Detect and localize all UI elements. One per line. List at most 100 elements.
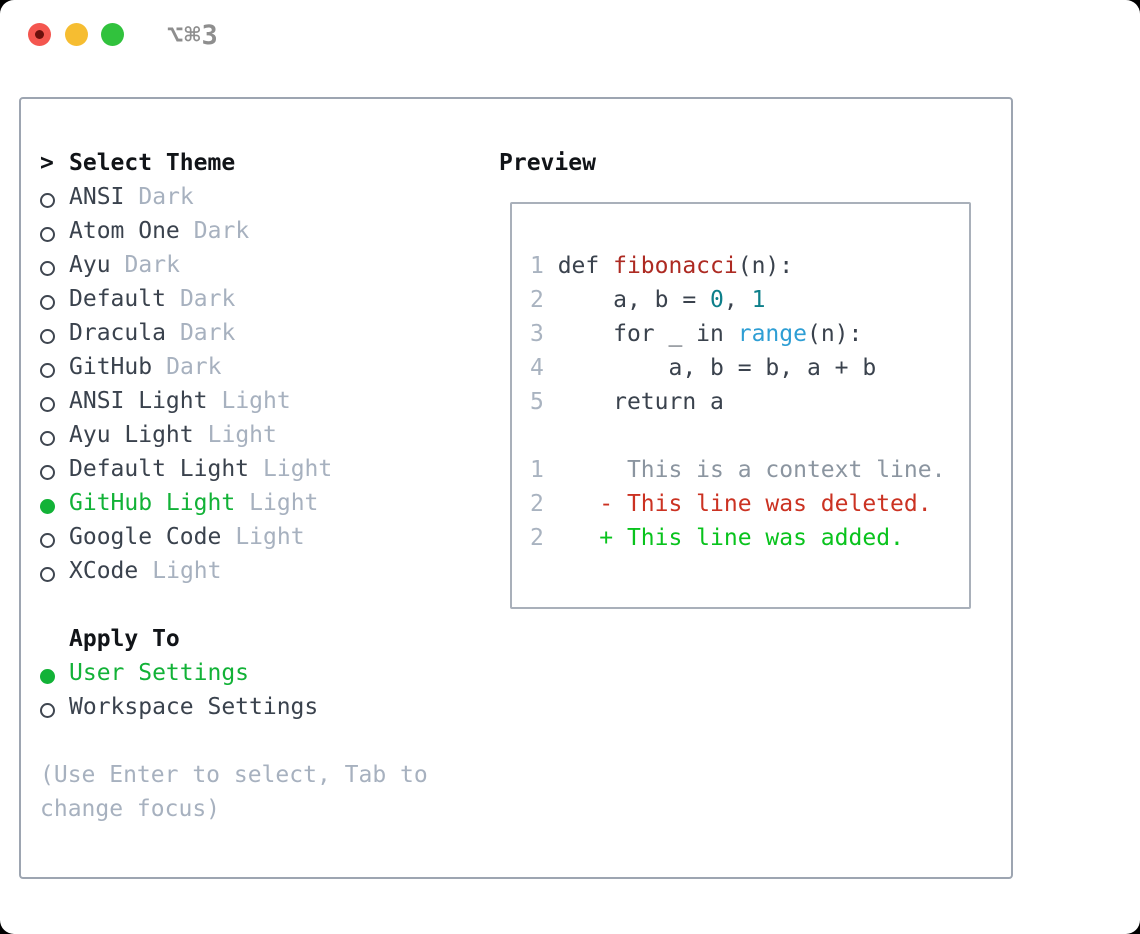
- code-token: return a: [557, 389, 724, 415]
- radio-icon: [40, 248, 69, 276]
- close-button-dot-icon: [35, 30, 44, 39]
- radio-icon: [40, 180, 69, 208]
- apply-option-name: Workspace Settings: [69, 694, 319, 720]
- theme-name: Ayu: [69, 252, 111, 278]
- line-number: 2: [530, 287, 558, 313]
- code-line: 4 a, b = b, a + b: [530, 351, 969, 385]
- radio-circle-icon: [40, 227, 55, 242]
- theme-variant-tag: Dark: [124, 252, 180, 278]
- radio-icon: [40, 554, 69, 582]
- code-token: ,: [723, 287, 752, 313]
- code-token: 1: [751, 287, 766, 313]
- theme-variant-tag: Dark: [179, 286, 236, 312]
- select-theme-title: Select Theme: [69, 150, 236, 176]
- keyboard-hint: (Use Enter to select, Tab to change focu…: [40, 762, 428, 822]
- minimize-button[interactable]: [65, 23, 88, 46]
- theme-option[interactable]: Ayu Dark: [40, 248, 470, 282]
- code-token: for _ in: [557, 321, 738, 347]
- radio-icon: [40, 350, 69, 378]
- line-number: 1: [530, 253, 558, 279]
- radio-circle-icon: [40, 465, 55, 480]
- line-number: 3: [530, 321, 558, 347]
- radio-circle-icon: [40, 533, 55, 548]
- code-token: (n):: [737, 253, 794, 279]
- radio-circle-icon: [40, 703, 55, 718]
- theme-variant-tag: Light: [221, 388, 291, 414]
- radio-circle-icon: [40, 567, 55, 582]
- code-line: 3 for _ in range(n):: [530, 317, 969, 351]
- apply-to-header: Apply To: [40, 622, 470, 656]
- apply-option-name: User Settings: [69, 660, 250, 686]
- theme-variant-tag: Dark: [193, 218, 250, 244]
- apply-option[interactable]: User Settings: [40, 656, 470, 690]
- theme-name: XCode: [69, 558, 139, 584]
- theme-name: GitHub: [69, 354, 153, 380]
- theme-name: Default Light: [69, 456, 250, 482]
- line-number: 4: [530, 355, 558, 381]
- window-title: ⌥⌘3: [167, 20, 219, 51]
- preview-title: Preview: [499, 150, 596, 176]
- code-line: 2 + This line was added.: [530, 521, 969, 555]
- theme-variant-tag: Light: [249, 490, 319, 516]
- line-number: 2: [530, 491, 558, 517]
- zoom-button[interactable]: [101, 23, 124, 46]
- radio-icon: [40, 690, 69, 718]
- theme-name: Google Code: [69, 524, 222, 550]
- code-line: 2 a, b = 0, 1: [530, 283, 969, 317]
- code-token: + This line was added.: [557, 525, 904, 551]
- radio-circle-icon: [40, 363, 55, 378]
- radio-icon: [40, 384, 69, 412]
- theme-variant-tag: Light: [263, 456, 333, 482]
- prompt-icon: >: [40, 150, 54, 176]
- radio-icon: [40, 418, 69, 446]
- code-line: 1 def fibonacci(n):: [530, 249, 969, 283]
- apply-to-title: Apply To: [69, 626, 180, 652]
- line-number: 1: [530, 457, 558, 483]
- theme-option[interactable]: Default Dark: [40, 282, 470, 316]
- close-button[interactable]: [28, 23, 51, 46]
- radio-circle-icon: [40, 329, 55, 344]
- code-line: 1 This is a context line.: [530, 453, 969, 487]
- radio-selected-icon: [40, 656, 69, 684]
- code-token: (n):: [806, 321, 863, 347]
- theme-name: GitHub Light: [69, 490, 236, 516]
- theme-variant-tag: Dark: [179, 320, 236, 346]
- code-token: a, b =: [557, 287, 711, 313]
- radio-circle-icon: [40, 431, 55, 446]
- theme-variant-tag: Light: [207, 422, 277, 448]
- theme-option[interactable]: ANSI Light Light: [40, 384, 470, 418]
- radio-icon: [40, 282, 69, 310]
- code-token: - This line was deleted.: [557, 491, 932, 517]
- theme-option[interactable]: GitHub Light Light: [40, 486, 470, 520]
- theme-name: ANSI Light: [69, 388, 208, 414]
- radio-circle-icon: [40, 397, 55, 412]
- radio-selected-icon: [40, 486, 69, 514]
- theme-variant-tag: Dark: [166, 354, 222, 380]
- theme-name: Default: [69, 286, 166, 312]
- theme-name: Dracula: [69, 320, 166, 346]
- radio-circle-icon: [40, 193, 55, 208]
- code-token: 0: [710, 287, 724, 313]
- code-token: a, b = b, a + b: [557, 355, 877, 381]
- theme-option[interactable]: Dracula Dark: [40, 316, 470, 350]
- theme-option[interactable]: GitHub Dark: [40, 350, 470, 384]
- radio-circle-icon: [40, 499, 55, 514]
- code-line: 5 return a: [530, 385, 969, 419]
- radio-circle-icon: [40, 295, 55, 310]
- code-token: range: [737, 321, 807, 347]
- apply-option[interactable]: Workspace Settings: [40, 690, 470, 724]
- theme-option[interactable]: Default Light Light: [40, 452, 470, 486]
- blank-line: [530, 419, 969, 453]
- code-line: 2 - This line was deleted.: [530, 487, 969, 521]
